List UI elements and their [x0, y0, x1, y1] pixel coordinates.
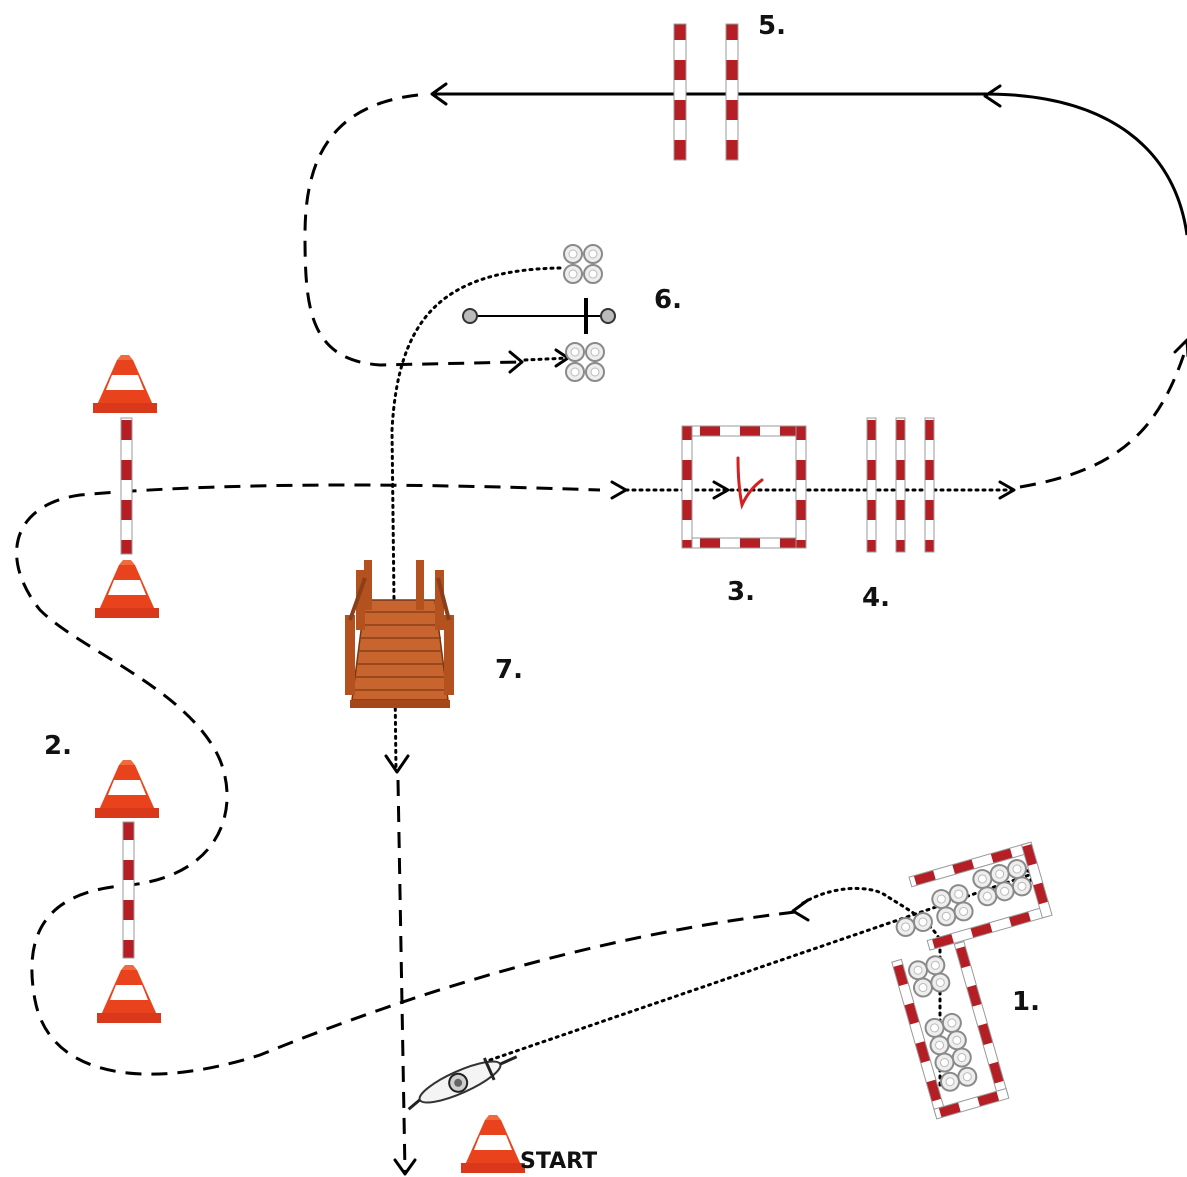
station-label-7: 7.	[495, 655, 523, 685]
start-cone-icon	[461, 1115, 525, 1173]
station-1-tire-l	[891, 841, 1053, 1120]
route-solid-top	[432, 92, 1187, 236]
route-dotted-start-1	[488, 871, 1037, 1062]
station-2-gate-bottom	[95, 760, 161, 1023]
station-2-gate-top	[93, 355, 159, 618]
route-dashed-slalom	[15, 483, 796, 1076]
route-dotted-6-7	[390, 266, 562, 772]
bridge-icon	[345, 560, 454, 708]
station-3-square	[681, 425, 807, 549]
route-dashed-loop-6	[303, 93, 521, 367]
route-dashed-down	[396, 779, 407, 1173]
station-5-poles	[673, 23, 739, 161]
station-label-5: 5.	[758, 11, 786, 41]
station-label-1: 1.	[1012, 987, 1040, 1017]
station-6-tires	[462, 244, 616, 382]
station-4-poles	[866, 417, 935, 553]
station-label-2: 2.	[44, 731, 72, 761]
station-label-3: 3.	[727, 577, 755, 607]
route-dashed-right-up	[1019, 344, 1187, 489]
station-label-4: 4.	[862, 583, 890, 613]
start-label: START	[520, 1149, 597, 1174]
station-label-6: 6.	[654, 285, 682, 315]
motorcycle-icon	[407, 1055, 518, 1111]
check-mark-icon	[736, 456, 764, 510]
